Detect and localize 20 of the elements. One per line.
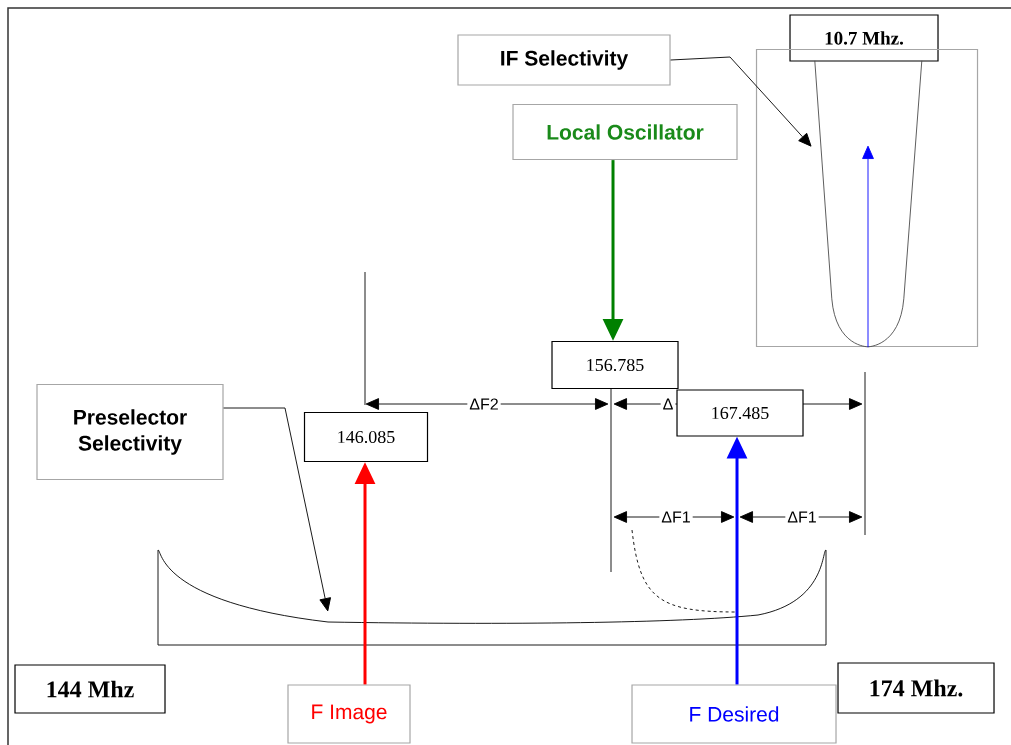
- label-box: F Desired: [631, 684, 837, 744]
- dimension-label: ΔF2: [467, 396, 501, 412]
- filter-frame: [755, 48, 979, 348]
- value-box: 146.085: [303, 411, 429, 463]
- label-box: F Image: [287, 684, 411, 744]
- value-box: 144 Mhz: [14, 664, 166, 714]
- value-box: 156.785: [551, 340, 679, 390]
- dimension-label: ΔF1: [659, 509, 693, 525]
- dimension-label: ΔF1: [785, 509, 819, 525]
- label-box: Preselector Selectivity: [36, 383, 224, 481]
- value-box: 167.485: [676, 389, 804, 437]
- filter-curve: [814, 60, 923, 348]
- value-box: 10.7 Mhz.: [789, 14, 939, 62]
- arrow: [862, 145, 874, 348]
- label-box: Local Oscillator: [512, 103, 738, 161]
- leader-line: [223, 407, 331, 612]
- leader-line: [670, 56, 812, 147]
- label-box: IF Selectivity: [457, 34, 671, 86]
- dimension-label: Δ: [660, 396, 676, 412]
- value-box: 174 Mhz.: [837, 662, 995, 714]
